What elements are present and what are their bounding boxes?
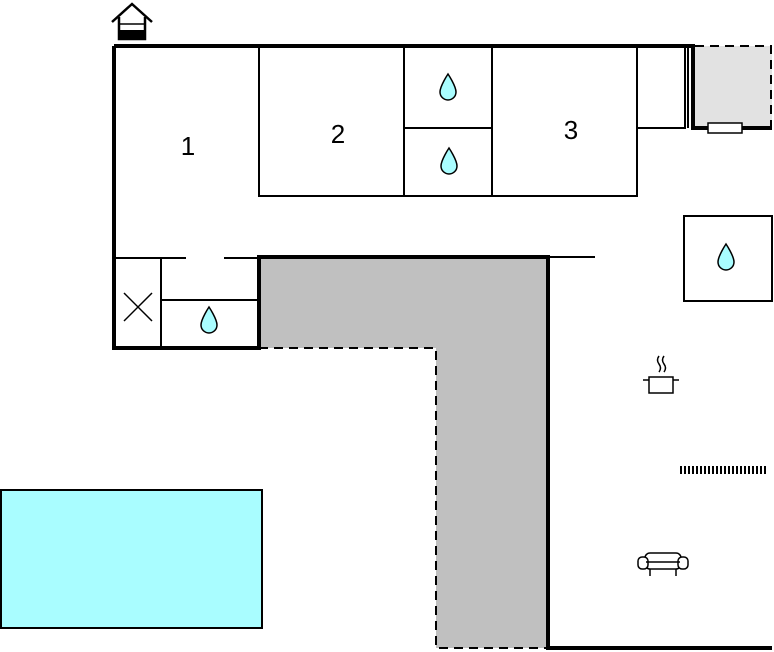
fireplace-hatch-icon (680, 466, 766, 474)
terrace-dashed-border (259, 347, 548, 649)
entrance-house-icon (111, 2, 153, 41)
water-drop-icon (439, 72, 457, 101)
water-drop-icon (717, 242, 735, 271)
storage-cross-icon (123, 292, 153, 322)
water-drop-icon (440, 146, 458, 175)
interior-walls (114, 46, 773, 348)
water-drop-icon (200, 305, 218, 334)
room-label-1: 1 (181, 131, 195, 161)
carport-dashed-border (695, 45, 772, 127)
room-label-3: 3 (564, 115, 578, 145)
sofa-icon (637, 552, 689, 576)
terrace-area (259, 257, 548, 648)
room-label-2: 2 (331, 119, 345, 149)
window (707, 122, 743, 134)
swimming-pool (0, 489, 263, 629)
cooking-pot-icon (643, 355, 679, 394)
carport-area (695, 46, 772, 128)
